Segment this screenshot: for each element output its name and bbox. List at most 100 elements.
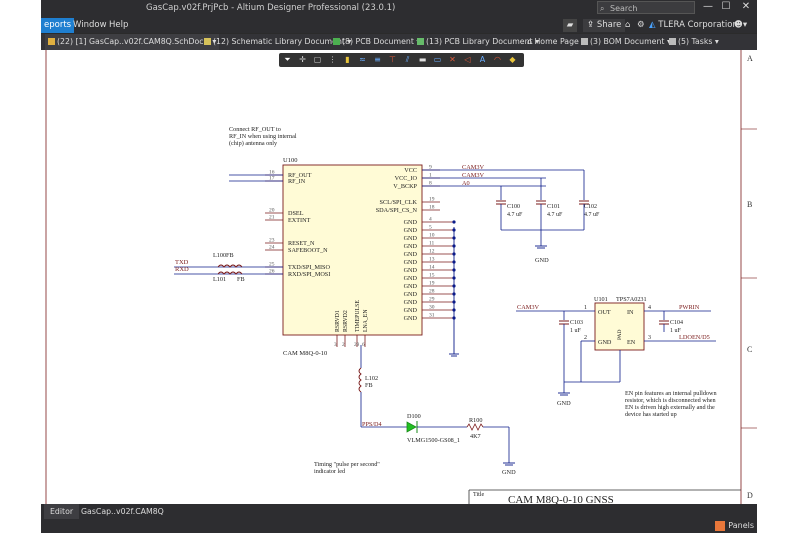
u100-pin-name: GND	[404, 259, 418, 266]
u100-pin-number: 6	[362, 342, 365, 348]
user-account-icon[interactable]: ☻▾	[734, 20, 748, 30]
svg-text:L101: L101	[213, 276, 226, 283]
cap-c104[interactable]: C104 1 uF	[659, 320, 683, 334]
u100-pin-number: 10	[429, 233, 435, 239]
net-pwrin: PWRIN	[679, 304, 700, 311]
note-icon[interactable]: ◆	[509, 55, 516, 64]
search-input[interactable]: ⌕ Search	[597, 1, 695, 14]
org-label: TLERA Corporation	[658, 20, 738, 30]
home-icon[interactable]: ⌂	[625, 20, 631, 30]
u100-pin-name: RF_OUT	[288, 172, 312, 179]
notifications-button[interactable]: ▰	[563, 19, 577, 32]
menu-reports[interactable]: eports	[41, 18, 75, 33]
settings-icon[interactable]: ⚙	[637, 20, 645, 30]
chat-icon: ▰	[566, 20, 574, 30]
pcb-doc-icon	[333, 38, 340, 45]
power-port-icon[interactable]: ⊤	[389, 55, 396, 64]
menu-window[interactable]: Window	[73, 20, 107, 30]
minimize-button[interactable]: —	[703, 1, 713, 12]
cap-c102[interactable]: C102 4.7 uF	[579, 200, 600, 218]
document-path-tab[interactable]: GasCap..v02f.CAM8Q	[81, 507, 164, 516]
wire-icon[interactable]: ≈	[359, 55, 366, 64]
place-part-icon[interactable]: ▮	[345, 55, 350, 64]
schematic-canvas[interactable]: A B C D Connect RF_OUT to RF_IN when usi…	[41, 50, 757, 504]
directive-icon[interactable]: ✕	[449, 55, 456, 64]
u100-pin-number: 2	[342, 342, 345, 348]
arc-icon[interactable]: ◠	[494, 55, 501, 64]
compile-mask-icon[interactable]: ◁	[464, 55, 471, 64]
u100-pin-name: VCC	[404, 167, 417, 174]
u100-pin-number: 20	[269, 208, 275, 214]
text-icon[interactable]: A	[479, 55, 486, 64]
move-icon[interactable]: ✛	[299, 55, 306, 64]
doc-tab-home[interactable]: ⌂ Home Page	[527, 37, 579, 46]
u100-pin-name: GND	[404, 291, 418, 298]
doc-tab-pcb[interactable]: (8) PCB Document ▾	[333, 34, 420, 50]
u100-pin-name: V_BCKP	[393, 183, 417, 190]
note-timing: Timing "pulse per second" indicator led	[314, 461, 380, 475]
align-icon[interactable]: ⋮	[328, 55, 337, 64]
u100-pin-number: 11	[429, 241, 435, 247]
bus-icon[interactable]: ≡	[374, 55, 381, 64]
maximize-button[interactable]: ☐	[721, 1, 731, 12]
doc-tab-schdoc[interactable]: (22) [1] GasCap..v02f.CAM8Q.SchDoc * ▾	[45, 34, 220, 50]
svg-text:4.7 uF: 4.7 uF	[507, 212, 523, 218]
cap-c103[interactable]: C103 1 uF	[559, 320, 583, 334]
gnd-label-r100: GND	[502, 469, 516, 476]
close-button[interactable]: ✕	[741, 1, 751, 12]
svg-text:Title: Title	[473, 492, 484, 498]
panels-button[interactable]: Panels	[714, 519, 757, 533]
tasks-doc-icon	[669, 38, 676, 45]
svg-text:FB: FB	[365, 382, 373, 389]
svg-text:OUT: OUT	[598, 309, 611, 316]
organization-button[interactable]: ◭ TLERA Corporation	[649, 19, 738, 32]
u100-pin-name: RF_IN	[288, 178, 306, 185]
cap-c100[interactable]: C100 4.7 uF	[496, 200, 523, 218]
share-button[interactable]: ⇪ Share	[583, 19, 626, 32]
inductor-l102[interactable]: L102 FB	[358, 367, 378, 393]
component-u101[interactable]: U101 TPS7A0231 OUT IN GND EN PAD 1 2 3 4	[584, 296, 651, 351]
svg-text:device has started up: device has started up	[625, 411, 677, 418]
title-block: Title CAM M8Q-0-10 GNSS	[468, 489, 741, 504]
doc-tab-pcblib[interactable]: (13) PCB Library Document ▾	[417, 34, 539, 50]
u100-pin-number: 30	[429, 305, 435, 311]
altium-window: GasCap.v02f.PrjPcb - Altium Designer Pro…	[41, 0, 757, 533]
select-area-icon[interactable]: ▢	[313, 55, 322, 64]
svg-text:4.7 uF: 4.7 uF	[547, 212, 563, 218]
editor-tab[interactable]: Editor	[44, 504, 80, 519]
net-rxd: RXD	[175, 266, 189, 273]
u100-pin-name: GND	[404, 283, 418, 290]
svg-text:3: 3	[648, 335, 651, 341]
svg-text:C100: C100	[507, 204, 520, 210]
schematic-drawing: A B C D Connect RF_OUT to RF_IN when usi…	[45, 50, 757, 504]
pcblib-doc-icon	[417, 38, 424, 45]
u100-pin-number: 3	[334, 342, 337, 348]
editor-tabs: Editor GasCap..v02f.CAM8Q	[41, 504, 757, 519]
inductor-l100[interactable]: L100FB	[213, 252, 243, 268]
u100-pin-number: 1	[429, 173, 432, 179]
org-icon: ◭	[649, 20, 656, 30]
filter-icon[interactable]: ⏷	[284, 55, 291, 64]
panels-label: Panels	[728, 521, 754, 530]
doc-tab-bom[interactable]: (3) BOM Document ▾	[581, 34, 671, 50]
resistor-r100[interactable]: R100 4K7	[466, 417, 484, 440]
sheet-entry-icon[interactable]: ▬	[418, 55, 427, 64]
harness-icon[interactable]: ⫽	[405, 55, 410, 64]
doc-tab-tasks[interactable]: (5) Tasks ▾	[669, 34, 719, 50]
svg-text:Timing "pulse per second": Timing "pulse per second"	[314, 461, 380, 468]
led-d100[interactable]: D100 VLMG1500-GS08_1	[406, 413, 460, 444]
inductor-l101[interactable]: L101 FB	[213, 271, 245, 283]
u100-pin-number: 28	[429, 289, 435, 295]
search-icon: ⌕	[600, 4, 605, 13]
cap-c101[interactable]: C101 4.7 uF	[536, 200, 563, 218]
port-icon[interactable]: ▭	[433, 55, 442, 64]
svg-text:EN is driven high externally a: EN is driven high externally and the	[625, 404, 715, 411]
menu-bar: eports Window Help ▰ ⇪ Share ⌂ ⚙ ◭ TLERA…	[41, 18, 757, 33]
u100-pin-name: LNA_EN	[363, 309, 369, 332]
menu-help[interactable]: Help	[109, 20, 129, 30]
svg-text:C102: C102	[584, 204, 597, 210]
u100-pin-name: SCL/SPI_CLK	[380, 199, 418, 206]
doc-tab-schlib[interactable]: (12) Schematic Library Document ▾	[204, 34, 351, 50]
u100-pin-number: 25	[269, 262, 275, 268]
